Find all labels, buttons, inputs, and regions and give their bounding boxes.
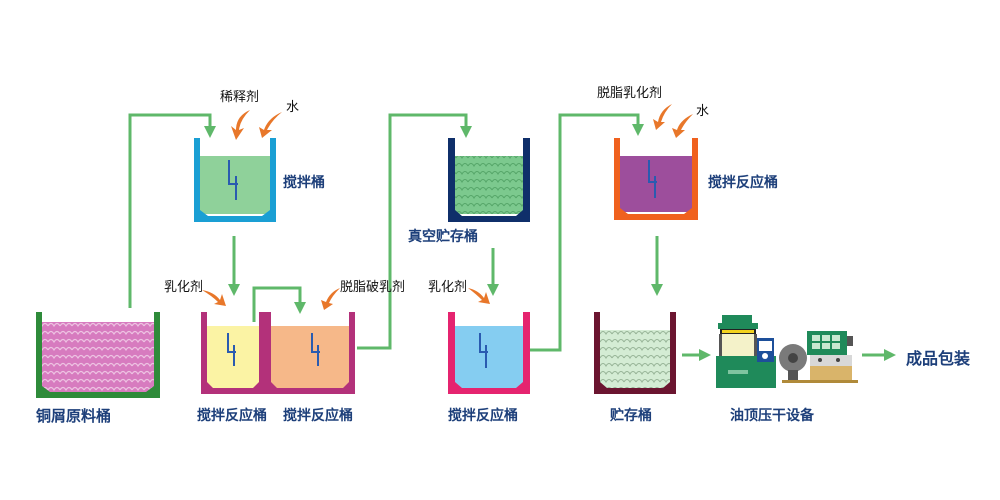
label-vacuum-tank: 真空贮存桶 <box>408 229 478 245</box>
label-input-water-2: 水 <box>696 104 710 119</box>
input-arrow-icon <box>468 288 490 304</box>
flow-raw-to-mix <box>128 113 216 308</box>
tank-vacuum <box>448 138 530 222</box>
label-input-degrease-emulsifier: 脱脂乳化剂 <box>597 86 663 101</box>
label-input-emulsifier-1: 乳化剂 <box>164 280 204 295</box>
press-dryer-equipment <box>716 315 858 388</box>
stirrer-icon <box>227 333 236 366</box>
label-input-diluent: 稀释剂 <box>220 90 260 105</box>
tank-react4 <box>614 138 698 220</box>
flow-lines <box>128 113 896 361</box>
flow-react1-to-react2 <box>252 286 306 322</box>
stirrer-icon <box>228 160 238 200</box>
label-react2-tank: 搅拌反应桶 <box>283 408 353 424</box>
label-react1-tank: 搅拌反应桶 <box>197 408 267 424</box>
input-arrow-icon <box>231 110 250 140</box>
input-arrow-icon <box>653 104 672 130</box>
label-equipment: 油顶压干设备 <box>730 408 814 424</box>
stirrer-icon <box>311 333 320 366</box>
input-arrow-icon <box>321 288 340 310</box>
tank-raw <box>36 312 160 398</box>
input-arrow-icon <box>259 112 282 138</box>
label-react3-tank: 搅拌反应桶 <box>448 408 518 424</box>
label-input-degrease-break: 脱脂破乳剂 <box>340 280 406 295</box>
flow-react2-to-vacuum <box>357 113 472 350</box>
label-input-water-1: 水 <box>286 100 300 115</box>
tank-storage <box>594 312 676 394</box>
label-react4-tank: 搅拌反应桶 <box>708 175 778 191</box>
tank-react2 <box>265 312 355 394</box>
input-arrow-icon <box>202 290 226 306</box>
flow-react3-to-react4 <box>528 113 644 352</box>
input-arrows <box>202 104 693 310</box>
label-storage-tank: 贮存桶 <box>610 408 652 424</box>
input-arrow-icon <box>672 114 693 138</box>
label-final-packaging: 成品包装 <box>906 349 971 368</box>
label-input-emulsifier-2: 乳化剂 <box>428 280 468 295</box>
label-raw-tank: 铜屑原料桶 <box>36 407 112 425</box>
label-mix-tank: 搅拌桶 <box>283 175 325 191</box>
stirrer-icon <box>479 333 488 368</box>
tank-mix <box>194 138 276 222</box>
stirrer-icon <box>648 160 657 198</box>
tank-react3 <box>448 312 530 394</box>
tank-react1 <box>201 312 265 394</box>
